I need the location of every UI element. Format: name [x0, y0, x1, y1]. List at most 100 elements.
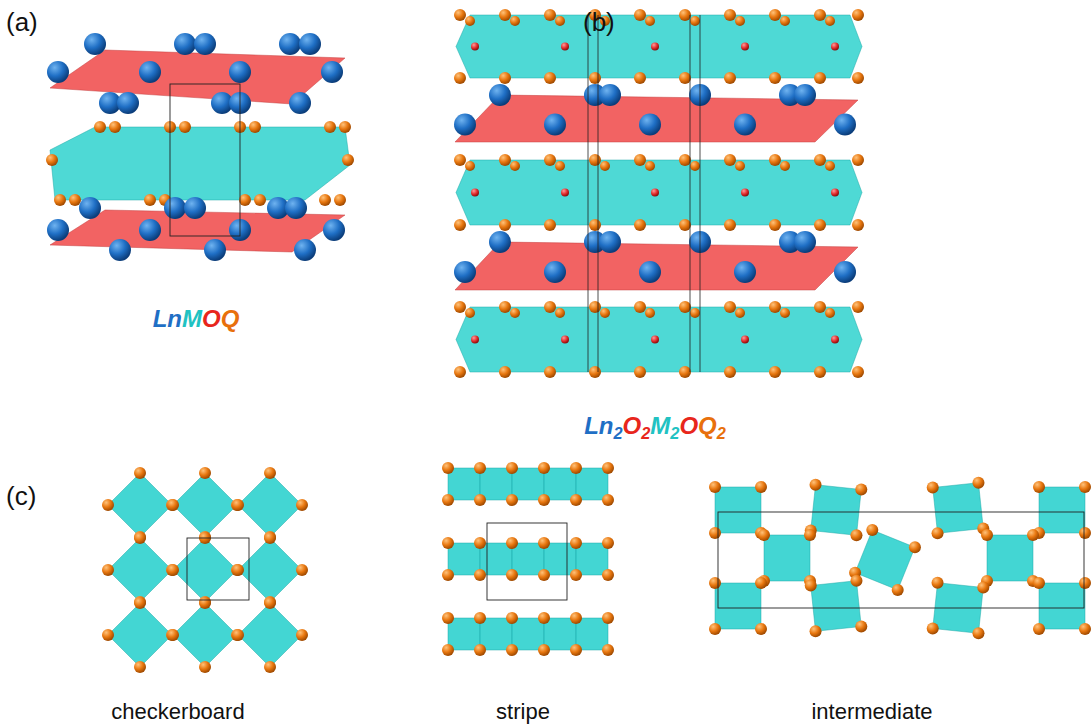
q-atom — [814, 366, 826, 378]
ln-atom — [794, 84, 816, 106]
q-atom — [102, 499, 114, 511]
q-atom — [166, 499, 178, 511]
q-atom — [474, 612, 486, 624]
ln-atom — [184, 197, 206, 219]
formula-element: Q — [698, 412, 717, 439]
o-atom — [831, 336, 839, 344]
q-atom — [231, 629, 243, 641]
q-atom — [600, 161, 610, 171]
q-atom — [570, 569, 582, 581]
pattern-caption: intermediate — [811, 700, 932, 724]
q-atom — [855, 484, 867, 496]
q-atom — [780, 308, 790, 318]
q-atom — [264, 532, 276, 544]
q-atom — [231, 499, 243, 511]
q-atom — [538, 537, 550, 549]
q-atom — [232, 564, 244, 576]
q-atom — [814, 219, 826, 231]
q-atom — [589, 72, 601, 84]
q-atom — [510, 308, 520, 318]
ln-atom — [299, 33, 321, 55]
q-atom — [555, 161, 565, 171]
q-atom — [1079, 481, 1091, 493]
q-atom — [264, 531, 276, 543]
q-atom — [506, 462, 518, 474]
q-atom — [324, 121, 336, 133]
q-atom — [570, 537, 582, 549]
formula-element: M — [182, 305, 202, 332]
ln-atom — [294, 239, 316, 261]
q-atom — [454, 366, 466, 378]
formula-element: 2 — [641, 424, 650, 442]
q-atom — [825, 161, 835, 171]
octahedron — [480, 618, 512, 650]
q-atom — [602, 462, 614, 474]
q-atom — [927, 622, 939, 634]
q-atom — [866, 524, 878, 536]
q-atom — [454, 9, 466, 21]
q-atom — [602, 569, 614, 581]
q-atom — [1079, 623, 1091, 635]
ln-atom — [204, 239, 226, 261]
q-atom — [442, 494, 454, 506]
formula-element: Ln — [153, 305, 182, 332]
ln-atom — [734, 261, 756, 283]
o-atom — [561, 336, 569, 344]
q-atom — [977, 582, 989, 594]
q-atom — [199, 467, 211, 479]
q-atom — [709, 623, 721, 635]
lnmoq-structure — [46, 33, 354, 261]
q-atom — [544, 366, 556, 378]
q-atom — [538, 569, 550, 581]
octahedron — [480, 468, 512, 500]
formula-element: O — [623, 412, 642, 439]
ln-atom — [289, 92, 311, 114]
q-atom — [589, 301, 601, 313]
q-atom — [465, 161, 475, 171]
q-atom — [538, 612, 550, 624]
q-atom — [319, 194, 331, 206]
q-atom — [544, 219, 556, 231]
q-atom — [814, 301, 826, 313]
o-atom — [471, 43, 479, 51]
q-atom — [735, 161, 745, 171]
ln-atom — [794, 231, 816, 253]
o-atom — [651, 43, 659, 51]
q-atom — [109, 121, 121, 133]
q-atom — [589, 219, 601, 231]
q-atom — [1033, 623, 1045, 635]
q-atom — [634, 72, 646, 84]
q-atom — [339, 121, 351, 133]
q-atom — [296, 564, 308, 576]
q-atom — [1033, 481, 1045, 493]
formula-element: Ln — [584, 412, 613, 439]
ln-atom — [117, 92, 139, 114]
formula-ln2o2m2oq2: Ln2O2M2OQ2 — [584, 412, 726, 443]
q-atom — [506, 537, 518, 549]
unit-cell — [170, 84, 240, 236]
q-atom — [134, 596, 146, 608]
q-atom — [709, 527, 721, 539]
q-atom — [454, 301, 466, 313]
q-atom — [825, 308, 835, 318]
octahedron — [448, 543, 480, 575]
q-atom — [296, 629, 308, 641]
q-atom — [342, 154, 354, 166]
o-atom — [741, 336, 749, 344]
q-atom — [735, 16, 745, 26]
q-atom — [634, 366, 646, 378]
q-atom — [499, 219, 511, 231]
q-atom — [755, 623, 767, 635]
pattern-caption: checkerboard — [111, 700, 244, 724]
q-atom — [634, 219, 646, 231]
octahedron — [715, 583, 761, 629]
q-atom — [538, 494, 550, 506]
ln-atom — [139, 61, 161, 83]
q-atom — [645, 16, 655, 26]
o-atom — [831, 189, 839, 197]
q-atom — [814, 154, 826, 166]
q-atom — [724, 366, 736, 378]
q-atom — [46, 154, 58, 166]
q-atom — [231, 564, 243, 576]
